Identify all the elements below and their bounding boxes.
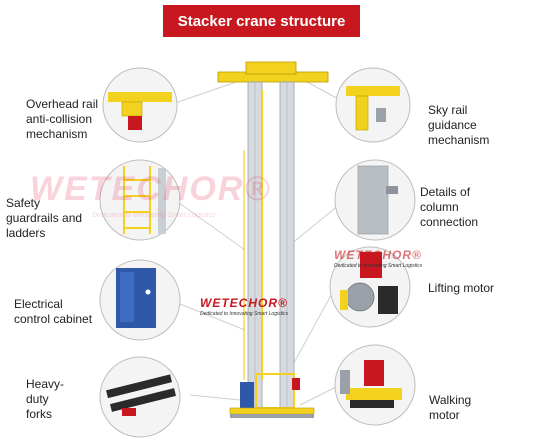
stacker-crane — [217, 61, 329, 418]
detail-sky-rail — [335, 67, 411, 143]
detail-lifting-motor — [329, 246, 411, 328]
label-overhead-rail: Overhead rail anti-collision mechanism — [26, 97, 99, 141]
label-heavy-duty-forks: Heavy- duty forks — [26, 377, 65, 421]
watermark-brand-center: WETECHOR® — [200, 296, 288, 310]
label-control-cabinet: Electrical control cabinet — [14, 297, 93, 326]
watermark-slogan-right: Dedicated to Innovating Smart Logistics — [334, 263, 423, 269]
detail-control-cabinet — [99, 259, 181, 341]
label-sky-rail: Sky rail guidance mechanism — [428, 103, 490, 147]
detail-walking-motor — [334, 344, 416, 426]
detail-heavy-duty-forks — [99, 356, 181, 438]
label-lifting-motor: Lifting motor — [428, 281, 495, 295]
watermark-slogan-center: Dedicated to Innovating Smart Logistics — [200, 311, 289, 317]
watermark-slogan-large: Dedicated to Innovating Smart Logistics — [92, 212, 216, 219]
detail-safety-guardrails — [99, 159, 181, 241]
label-safety-guardrails: Safety guardrails and ladders — [6, 196, 83, 240]
watermark-brand-right: WETECHOR® — [334, 248, 422, 262]
detail-column-connection — [334, 159, 416, 241]
watermark-brand-large: WETECHOR® — [30, 170, 272, 208]
diagram-title: Stacker crane structure — [163, 5, 360, 37]
detail-overhead-rail — [102, 67, 178, 143]
label-column-connection: Details of column connection — [420, 185, 479, 229]
label-walking-motor: Walking motor — [429, 393, 472, 422]
